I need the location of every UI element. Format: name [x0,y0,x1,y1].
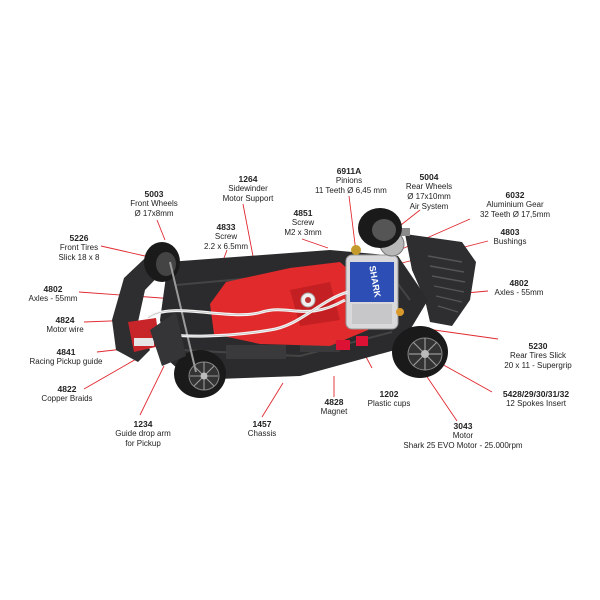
part-desc: Screw [291,218,315,227]
part-code: 3043 [453,421,473,431]
guide-drop-arm-1234 [150,312,186,366]
front-wheel-top-5003 [144,242,180,282]
callout-4841: 4841 Racing Pickup guide [28,347,104,367]
part-desc: Racing Pickup guide [29,357,103,366]
part-code: 5004 [419,172,439,182]
part-desc: Axles - 55mm [28,294,78,303]
part-desc: Front Tires [59,243,99,252]
callout-6032: 6032 Aluminium Gear 32 Teeth Ø 17,5mm [476,190,554,220]
part-desc: Chassis [247,429,277,438]
part-desc: Shark 25 EVO Motor - 25.000rpm [403,441,523,450]
part-desc: Ø 17x8mm [134,209,174,218]
callout-6911a: 6911A Pinions 11 Teeth Ø 6,45 mm [315,166,387,196]
part-code: 4828 [324,397,344,407]
callout-4824: 4824 Motor wire [42,315,88,335]
leader-6911a [348,195,357,253]
part-desc: 20 x 11 - Supergrip [504,361,572,370]
callout-1457: 1457 Chassis [244,419,280,439]
part-desc: Magnet [320,407,348,416]
part-code: 6911A [336,166,362,176]
part-desc: Axles - 55mm [494,288,544,297]
part-code: 1264 [238,174,258,184]
rear-diffuser [405,234,476,326]
part-desc: Plastic cups [367,399,411,408]
part-code: 4802 [43,284,63,294]
part-desc: Aluminium Gear [486,200,544,209]
leader-5226 [100,245,146,257]
front-wheel-bottom-5226 [174,350,226,398]
part-desc: Pinions [335,176,363,185]
callout-4851: 4851 Screw M2 x 3mm [280,208,326,238]
callout-1264: 1264 Sidewinder Motor Support [215,174,281,204]
callout-4803: 4803 Bushings [490,227,530,247]
part-desc: 32 Teeth Ø 17,5mm [479,210,551,219]
part-desc: Bushings [493,237,527,246]
part-code: 4841 [56,347,76,357]
part-code: 4822 [57,384,77,394]
part-code: 1457 [252,419,272,429]
part-desc: M2 x 3mm [284,228,322,237]
part-desc: 11 Teeth Ø 6,45 mm [315,186,387,195]
part-code: 4803 [500,227,520,237]
part-code: 4802 [509,278,529,288]
part-desc: 2.2 x 6.5mm [203,242,248,251]
part-code: 6032 [505,190,525,200]
part-desc: Motor wire [46,325,84,334]
part-code: 5003 [144,189,164,199]
part-code: 4833 [216,222,236,232]
leader-1234 [139,365,165,416]
part-desc: Copper Braids [41,394,93,403]
part-code: 5428/29/30/31/32 [502,389,570,399]
callout-4822: 4822 Copper Braids [40,384,94,404]
leader-5003 [156,219,166,241]
part-code: 1202 [379,389,399,399]
callout-5428: 5428/29/30/31/32 12 Spokes Insert [494,389,578,409]
part-desc: Rear Tires Slick [509,351,566,360]
part-desc: for Pickup [125,439,161,448]
leader-4851 [301,238,329,249]
callout-4828: 4828 Magnet [314,397,354,417]
part-code: 4851 [293,208,313,218]
callout-4802-right: 4802 Axles - 55mm [490,278,548,298]
part-desc: Guide drop arm [115,429,171,438]
rear-wheel-bottom-5230 [392,326,448,378]
part-code: 5230 [528,341,548,351]
part-desc: Front Wheels [130,199,178,208]
part-desc: Ø 17x10mm [407,192,451,201]
callout-5226: 5226 Front Tires Slick 18 x 8 [52,233,106,263]
part-desc: Rear Wheels [405,182,453,191]
part-code: 4824 [55,315,75,325]
callout-5230: 5230 Rear Tires Slick 20 x 11 - Supergri… [498,341,578,371]
callout-4802-left: 4802 Axles - 55mm [24,284,82,304]
part-desc: Motor Support [222,194,274,203]
callout-1202: 1202 Plastic cups [364,389,414,409]
copper-braids-4822 [134,338,154,346]
callout-5004: 5004 Rear Wheels Ø 17x10mm Air System [397,172,461,212]
part-desc: Screw [214,232,238,241]
rear-wheel-top-5004 [358,208,402,248]
callout-5003: 5003 Front Wheels Ø 17x8mm [126,189,182,219]
part-code: 1234 [133,419,153,429]
part-desc: Slick 18 x 8 [58,253,100,262]
part-desc: Motor [452,431,474,440]
part-desc: Air System [409,202,449,211]
part-desc: 12 Spokes Insert [505,399,567,408]
callout-4833: 4833 Screw 2.2 x 6.5mm [196,222,256,252]
front-axle-4802 [169,261,197,373]
motor-3043: SHARK [345,254,404,330]
callout-1234: 1234 Guide drop arm for Pickup [112,419,174,449]
part-code: 5226 [69,233,89,243]
part-desc: Sidewinder [228,184,268,193]
leader-5428 [439,362,493,393]
leader-1457 [261,382,284,418]
callout-3043: 3043 Motor Shark 25 EVO Motor - 25.000rp… [398,421,528,451]
